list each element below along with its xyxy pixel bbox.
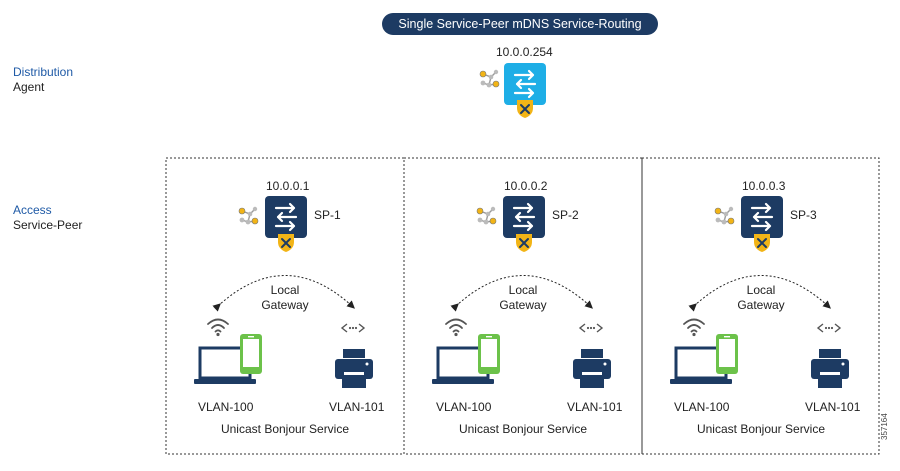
sp3-name: SP-3 bbox=[790, 208, 817, 222]
sp1-wifi-icon bbox=[207, 318, 229, 338]
diagram-title: Single Service-Peer mDNS Service-Routing bbox=[382, 13, 658, 35]
sp1-vlan-right: VLAN-101 bbox=[329, 400, 385, 414]
sp1-service-label: Unicast Bonjour Service bbox=[220, 422, 350, 436]
sp2-wired-icon bbox=[579, 323, 603, 333]
sp3-service-label: Unicast Bonjour Service bbox=[696, 422, 826, 436]
sp2-gateway-label: Local Gateway bbox=[488, 283, 558, 313]
sp3-vlan-right: VLAN-101 bbox=[805, 400, 861, 414]
sp2-name: SP-2 bbox=[552, 208, 579, 222]
sp2-laptop-phone-icon bbox=[430, 332, 502, 386]
sp1-mdns-icon bbox=[238, 206, 259, 226]
sp2-switch-icon bbox=[503, 196, 545, 238]
sp3-ip: 10.0.0.3 bbox=[742, 179, 786, 193]
panel-sp3 bbox=[668, 196, 850, 388]
sp1-name: SP-1 bbox=[314, 208, 341, 222]
sp3-shield-icon bbox=[753, 233, 771, 253]
sp2-wifi-icon bbox=[445, 318, 467, 338]
distribution-label-line2: Agent bbox=[13, 80, 45, 94]
access-label-line1: Access bbox=[13, 203, 52, 217]
access-service-peer-label: Access Service-Peer bbox=[13, 203, 82, 233]
sp1-vlan-left: VLAN-100 bbox=[198, 400, 254, 414]
sp3-wifi-icon bbox=[683, 318, 705, 338]
sp1-gateway-line2: Gateway bbox=[261, 298, 309, 312]
sp1-wired-icon bbox=[341, 323, 365, 333]
sp2-gateway-line2: Gateway bbox=[499, 298, 547, 312]
sp2-vlan-left: VLAN-100 bbox=[436, 400, 492, 414]
sp2-service-label: Unicast Bonjour Service bbox=[458, 422, 588, 436]
sp3-gateway-label: Local Gateway bbox=[726, 283, 796, 313]
sp1-printer-icon bbox=[334, 348, 374, 388]
sp2-printer-icon bbox=[572, 348, 612, 388]
access-label-line2: Service-Peer bbox=[13, 218, 83, 232]
distribution-mdns-icon bbox=[479, 69, 500, 89]
figure-number: 357164 bbox=[880, 413, 889, 440]
sp3-laptop-phone-icon bbox=[668, 332, 740, 386]
distribution-ip: 10.0.0.254 bbox=[496, 45, 553, 59]
sp3-vlan-left: VLAN-100 bbox=[674, 400, 730, 414]
distribution-shield-icon bbox=[516, 99, 534, 119]
sp2-ip: 10.0.0.2 bbox=[504, 179, 548, 193]
sp3-gateway-line1: Local bbox=[746, 283, 776, 297]
sp3-printer-icon bbox=[810, 348, 850, 388]
panel-sp1 bbox=[192, 196, 374, 388]
distribution-agent-label: Distribution Agent bbox=[13, 65, 73, 95]
sp3-gateway-line2: Gateway bbox=[737, 298, 785, 312]
sp1-laptop-phone-icon bbox=[192, 332, 264, 386]
distribution-label-line1: Distribution bbox=[13, 65, 74, 79]
sp1-gateway-line1: Local bbox=[270, 283, 300, 297]
sp2-mdns-icon bbox=[476, 206, 497, 226]
sp1-switch-icon bbox=[265, 196, 307, 238]
sp2-shield-icon bbox=[515, 233, 533, 253]
sp2-gateway-line1: Local bbox=[508, 283, 538, 297]
sp3-switch-icon bbox=[741, 196, 783, 238]
sp2-vlan-right: VLAN-101 bbox=[567, 400, 623, 414]
access-box-sp3 bbox=[641, 157, 880, 455]
sp3-mdns-icon bbox=[714, 206, 735, 226]
distribution-switch-icon bbox=[504, 63, 546, 105]
sp1-gateway-label: Local Gateway bbox=[250, 283, 320, 313]
sp3-wired-icon bbox=[817, 323, 841, 333]
panel-sp2 bbox=[430, 196, 612, 388]
sp1-shield-icon bbox=[277, 233, 295, 253]
sp1-ip: 10.0.0.1 bbox=[266, 179, 310, 193]
